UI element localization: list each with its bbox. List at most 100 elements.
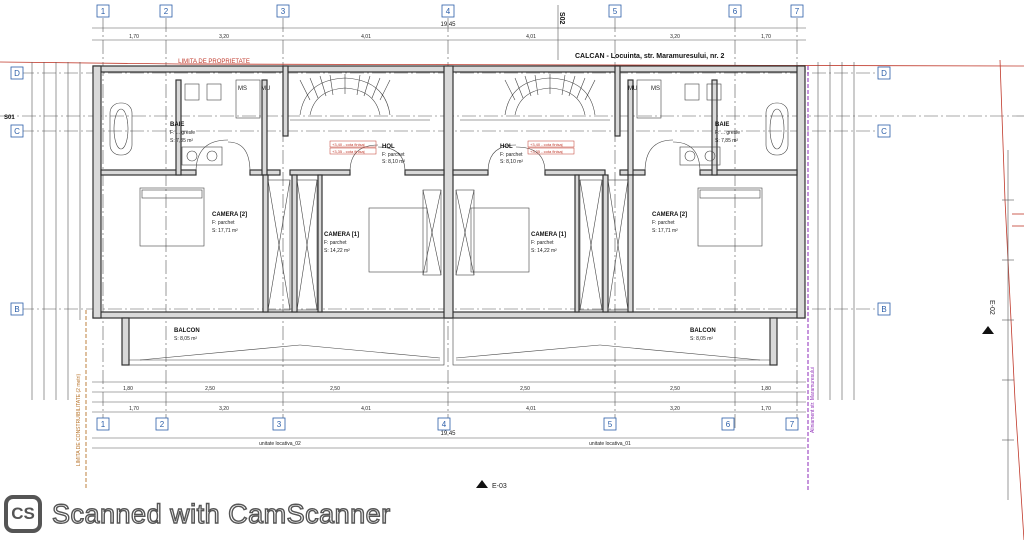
camscanner-logo-icon: CS [4, 495, 42, 533]
grid-col-label: 3 [281, 7, 286, 16]
level-tag: +3,40 - cota finisaj [530, 142, 563, 147]
dimension-label: 4,01 [526, 406, 536, 412]
property-limit-line-side [999, 59, 1024, 541]
dimension-label: 3,20 [219, 34, 229, 40]
room-name: CAMERA [2] [212, 212, 247, 218]
section-ref-right: E-02 [988, 300, 995, 315]
cabinet-label: MU [261, 86, 270, 92]
project-title: CALCAN - Locuinta, str. Maramuresului, n… [575, 53, 724, 60]
room-floor: F: ... gresie [715, 130, 740, 136]
room-area: S: 8,05 m² [690, 336, 713, 342]
door-swings [195, 139, 701, 173]
grid-row-labels: D C B D C B [10, 66, 891, 316]
room-floor: F: parchet [652, 220, 675, 226]
room-name: BAIE [170, 122, 184, 128]
bottom-dimension-chain: 1,80 2,50 2,50 2,50 2,50 1,80 1,70 3,20 … [92, 381, 806, 449]
grid-row-label: B [14, 305, 19, 314]
level-tag: +3,40 - cota finisaj [332, 142, 365, 147]
level-tag: +3,35 - cota finisaj [332, 149, 365, 154]
room-name: CAMERA [1] [324, 232, 359, 238]
room-area: S: 17,71 m² [212, 228, 238, 234]
grid-row-label: D [14, 69, 20, 78]
grid-col-label: 2 [164, 7, 169, 16]
grid-col-label: 1 [101, 420, 106, 429]
grid-axis-lines [0, 18, 1024, 430]
balcony [121, 317, 778, 366]
grid-col-label: 4 [446, 7, 451, 16]
dimension-label: 4,01 [361, 406, 371, 412]
grid-col-label: 5 [613, 7, 618, 16]
room-name: BALCON [174, 328, 200, 334]
bathroom-fixtures [109, 79, 789, 166]
section-marker-icon [982, 326, 994, 334]
room-area: S: 8,10 m² [500, 159, 523, 165]
cabinet-labels: MS MU MU MS [238, 86, 660, 92]
grid-col-label: 2 [160, 420, 165, 429]
grid-col-label: 7 [795, 7, 800, 16]
dimension-label: 1,70 [761, 406, 771, 412]
dimension-label: 4,01 [361, 34, 371, 40]
grid-col-label: 6 [733, 7, 738, 16]
scan-watermark: CS Scanned with CamScanner [4, 492, 391, 536]
grid-column-labels-bottom: 1 2 3 4 5 6 7 [96, 417, 799, 431]
scan-watermark-text: Scanned with CamScanner [51, 498, 391, 529]
left-dimension-chains [31, 62, 855, 400]
buildable-limit-label: LIMITA DE CONSTRUIBILITATE (2 metri) [76, 374, 82, 467]
dimension-label: 1,80 [761, 386, 771, 392]
staircase [290, 74, 610, 121]
street-alignment-label: Aliniament str. Maramuresului [810, 367, 816, 433]
room-name: HOL [500, 144, 513, 150]
room-name: BALCON [690, 328, 716, 334]
room-name: BAIE [715, 122, 729, 128]
dimension-label: 3,20 [670, 406, 680, 412]
dimension-label: 2,50 [205, 386, 215, 392]
room-area: S: 17,71 m² [652, 228, 678, 234]
section-ref-bottom: E-03 [492, 483, 507, 490]
dimension-label: 2,50 [520, 386, 530, 392]
grid-col-label: 7 [790, 420, 795, 429]
grid-column-labels-top: 1 2 3 4 5 6 7 [96, 4, 804, 18]
property-limit-line [0, 61, 1024, 67]
grid-col-label: 5 [608, 420, 613, 429]
dimension-label: 4,01 [526, 34, 536, 40]
grid-row-label: C [14, 127, 20, 136]
room-name: CAMERA [2] [652, 212, 687, 218]
cabinet-label: MS [651, 86, 660, 92]
section-marker-icon [476, 480, 488, 488]
unit-label: unitate locativa_02 [259, 441, 301, 447]
property-limit-label: LIMITA DE PROPRIETATE [178, 59, 250, 65]
cabinet-label: MS [238, 86, 247, 92]
room-area: S: 8,05 m² [174, 336, 197, 342]
top-dimension-chain: 19,45 1,70 3,20 4,01 4,01 3,20 1,70 [92, 22, 806, 41]
level-tags: +3,40 - cota finisaj +3,35 - cota finisa… [329, 140, 575, 155]
room-floor: F: parchet [531, 240, 554, 246]
room-area: S: 14,22 m² [324, 248, 350, 254]
grid-col-label: 4 [442, 420, 447, 429]
overall-dimension: 19,45 [440, 431, 456, 437]
room-name: CAMERA [1] [531, 232, 566, 238]
room-area: S: 7,85 m² [715, 138, 738, 144]
grid-row-label: C [881, 127, 887, 136]
grid-row-label: D [881, 69, 887, 78]
overall-dimension: 19,45 [440, 22, 456, 28]
room-floor: F: ... gresie [170, 130, 195, 136]
grid-row-label: B [881, 305, 886, 314]
grid-col-label: 6 [726, 420, 731, 429]
room-floor: F: parchet [500, 152, 523, 158]
unit-label: unitate locativa_01 [589, 441, 631, 447]
dimension-label: 3,20 [219, 406, 229, 412]
room-floor: F: parchet [382, 152, 405, 158]
right-dimension-ticks [1002, 150, 1014, 500]
building-walls [92, 65, 806, 319]
section-ref-top: S02 [558, 12, 565, 25]
bed-furniture [139, 187, 763, 273]
room-area: S: 8,10 m² [382, 159, 405, 165]
room-area: S: 7,85 m² [170, 138, 193, 144]
room-floor: F: parchet [324, 240, 347, 246]
grid-col-label: 1 [101, 7, 106, 16]
level-tag: +3,35 - cota finisaj [530, 149, 563, 154]
cabinet-label: MU [628, 86, 637, 92]
room-labels: BAIE F: ... gresie S: 7,85 m² BAIE F: ..… [170, 122, 740, 342]
room-floor: F: parchet [212, 220, 235, 226]
